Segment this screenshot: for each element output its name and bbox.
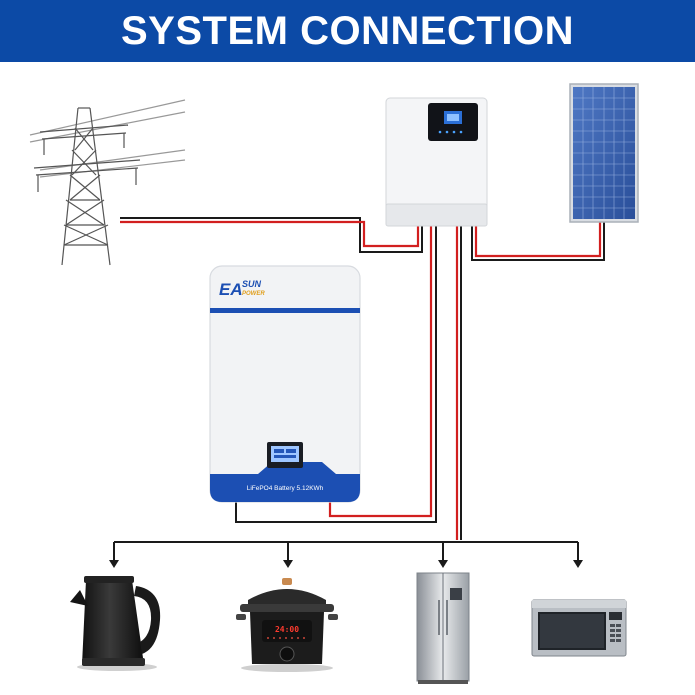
wire-solar-black <box>471 222 605 261</box>
load-arrows <box>109 542 583 568</box>
wire-solar-red <box>474 222 602 258</box>
battery-brand-main: EA <box>219 280 243 299</box>
inverter-icon <box>385 97 488 227</box>
battery-brand-top: SUN <box>242 279 262 289</box>
battery-brand-bottom: POWER <box>242 291 265 297</box>
kettle-icon <box>70 576 161 671</box>
battery-icon: EA SUN POWER LiFePO4 Battery 5.12KWh <box>209 265 361 503</box>
wiring <box>109 217 605 568</box>
microwave-icon <box>531 599 627 657</box>
wire-grid-black <box>120 217 423 253</box>
header-banner: SYSTEM CONNECTION <box>0 0 695 62</box>
wire-battery-red <box>328 226 433 518</box>
refrigerator-icon <box>416 572 470 684</box>
wire-grid-red <box>120 220 420 248</box>
wire-battery-black <box>235 226 437 523</box>
rice-cooker-icon: 24:00 <box>236 578 338 672</box>
solar-panel-icon <box>569 83 639 223</box>
page-title: SYSTEM CONNECTION <box>121 8 574 53</box>
battery-label: LiFePO4 Battery 5.12KWh <box>247 485 324 492</box>
power-tower-icon <box>29 99 186 266</box>
cooker-display: 24:00 <box>275 625 299 634</box>
